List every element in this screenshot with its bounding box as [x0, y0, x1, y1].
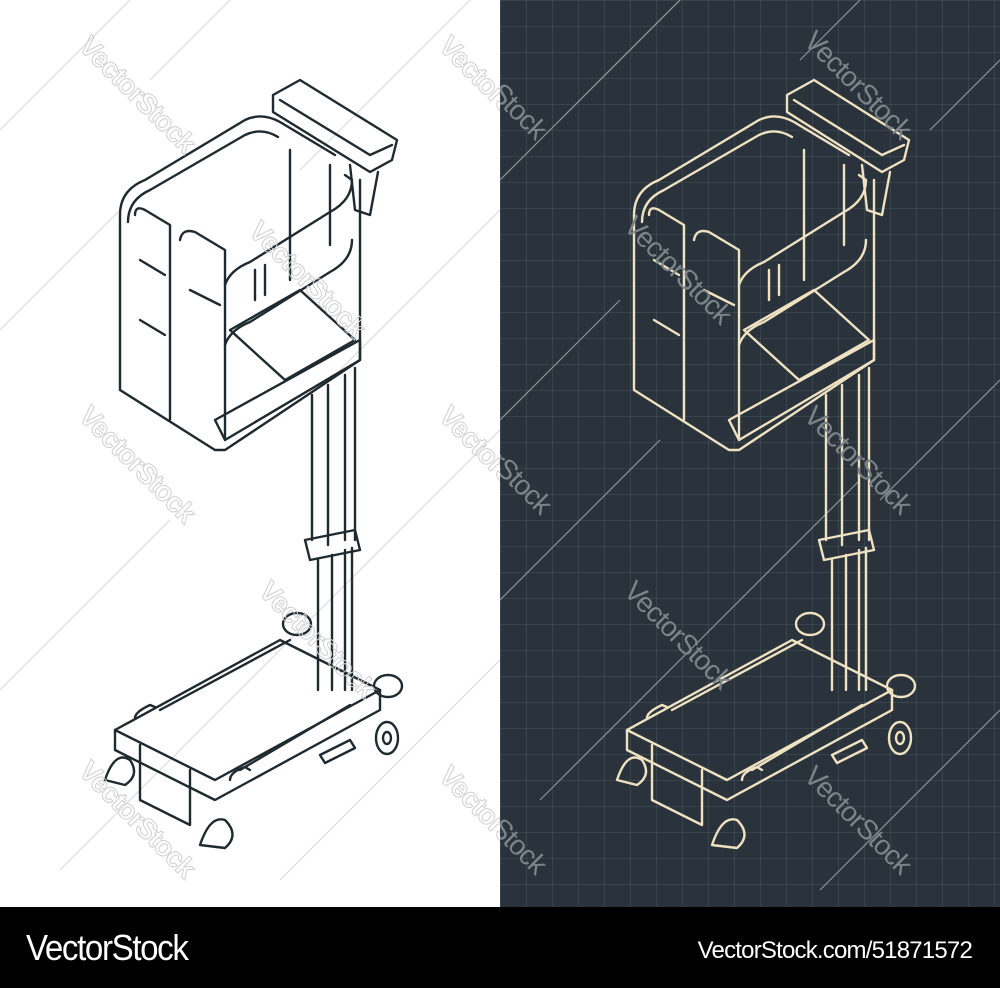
light-drawing-panel: VectorStock VectorStock VectorStock Vect… [0, 0, 500, 907]
lift-drawing-light [0, 0, 500, 881]
lift-drawing-dark [500, 0, 1000, 891]
brand-logo: VectorStock [26, 927, 189, 968]
footer-bar: VectorStock VectorStock.com/51871572 [0, 907, 1000, 988]
image-id-link[interactable]: VectorStock.com/51871572 [697, 937, 973, 964]
dark-drawing-panel: VectorStock VectorStock VectorStock Vect… [500, 0, 1000, 907]
